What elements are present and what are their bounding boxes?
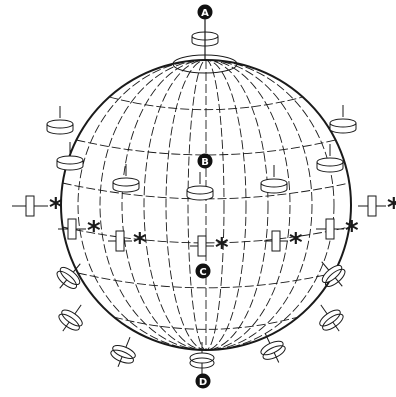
disc-top (330, 119, 356, 127)
tilted-probe (311, 298, 349, 338)
asterisk-label: * (289, 228, 303, 258)
disc-top (261, 179, 287, 187)
marker-d: D (196, 374, 211, 389)
probe-body (26, 196, 34, 216)
probe-body (368, 196, 376, 216)
probe-body (68, 219, 76, 239)
probe-body (272, 231, 280, 251)
probe-body (116, 231, 124, 251)
marker-c: C (196, 264, 211, 279)
horizontal-probe: * (12, 193, 63, 223)
disc-top (47, 120, 73, 128)
marker-d-label: D (199, 377, 207, 388)
disc-probe (47, 106, 73, 134)
sphere (61, 55, 351, 350)
asterisk-label: * (133, 228, 147, 258)
marker-b: B (198, 154, 213, 169)
disc-top (57, 156, 83, 164)
disc-probe (330, 105, 356, 133)
marker-a: A (198, 5, 213, 20)
asterisk-label: * (387, 193, 396, 223)
asterisk-label: * (49, 193, 63, 223)
horizontal-probe: * (358, 193, 396, 223)
marker-c-label: C (199, 267, 206, 278)
asterisk-label: * (345, 216, 359, 246)
marker-a-label: A (201, 8, 209, 19)
disc-top (187, 186, 213, 194)
marker-b-label: B (201, 157, 209, 168)
disc-top (317, 158, 343, 166)
tilted-probe (107, 333, 141, 372)
asterisk-label: * (87, 216, 101, 246)
asterisk-label: * (215, 233, 229, 263)
disc-top (113, 178, 139, 186)
tilted-probe (53, 298, 91, 338)
probe-body (198, 236, 206, 256)
probe-body (326, 219, 334, 239)
